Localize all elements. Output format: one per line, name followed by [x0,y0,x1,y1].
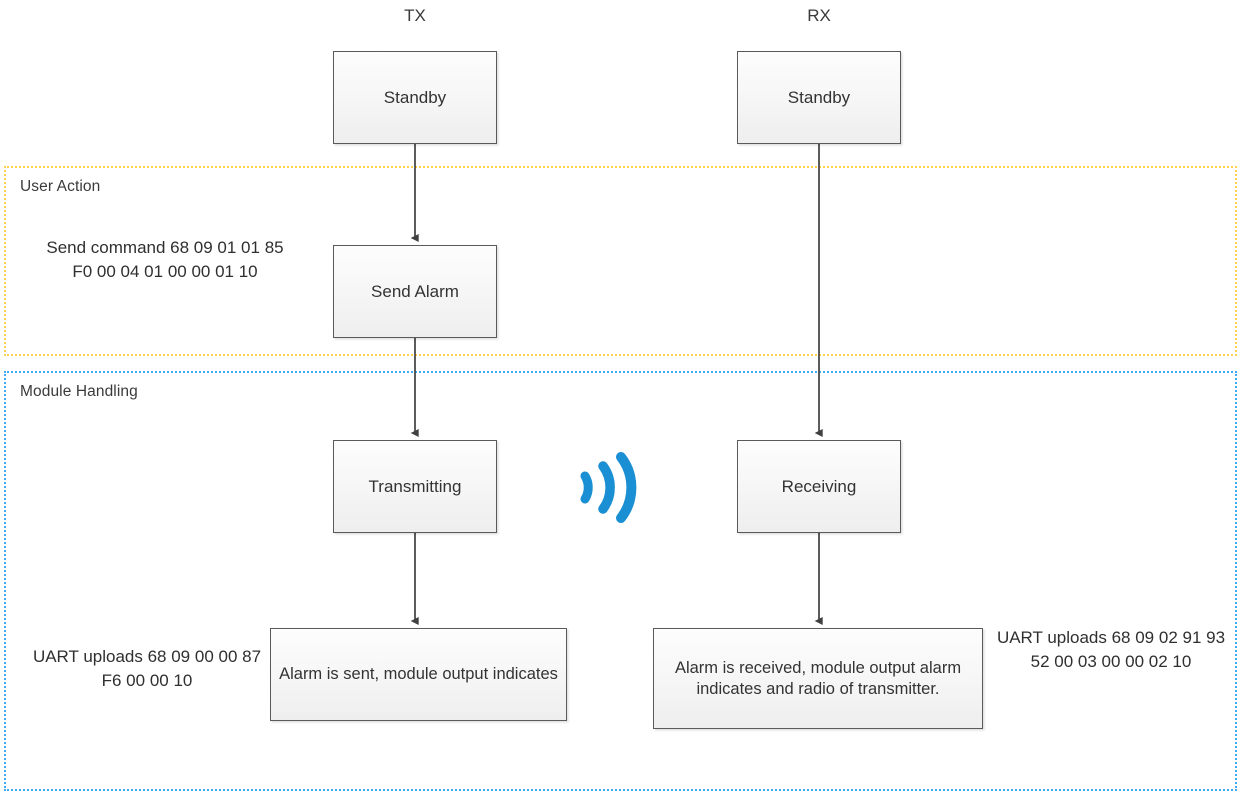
lane-user-action-label: User Action [20,178,101,195]
annotation-uart-uploads-tx: UART uploads 68 09 00 00 87 F6 00 00 10 [32,647,262,691]
node-send-alarm[interactable]: Send Alarm [333,245,497,338]
annotation-send-command: Send command 68 09 01 01 85 F0 00 04 01 … [46,238,284,282]
annotation-uart-uploads-rx: UART uploads 68 09 02 91 93 52 00 03 00 … [996,628,1226,672]
lane-module-handling-label: Module Handling [20,383,138,400]
node-alarm-sent[interactable]: Alarm is sent, module output indicates [270,628,567,721]
node-alarm-received-label: Alarm is received, module output alarm i… [674,658,962,698]
node-alarm-sent-label: Alarm is sent, module output indicates [279,665,558,684]
node-tx-standby[interactable]: Standby [333,51,497,144]
column-header-rx: RX [807,6,831,25]
node-transmitting-label: Transmitting [368,476,462,496]
node-alarm-received[interactable]: Alarm is received, module output alarm i… [653,628,983,729]
node-receiving[interactable]: Receiving [737,440,901,533]
lane-user-action: User Action [4,166,1237,356]
node-transmitting[interactable]: Transmitting [333,440,497,533]
node-rx-standby[interactable]: Standby [737,51,901,144]
node-send-alarm-label: Send Alarm [371,281,459,301]
node-tx-standby-label: Standby [383,87,447,107]
radio-wave-icon [580,452,637,523]
column-header-tx: TX [404,6,426,25]
lane-module-handling: Module Handling [4,371,1237,791]
node-receiving-label: Receiving [781,476,857,496]
node-rx-standby-label: Standby [787,87,851,107]
